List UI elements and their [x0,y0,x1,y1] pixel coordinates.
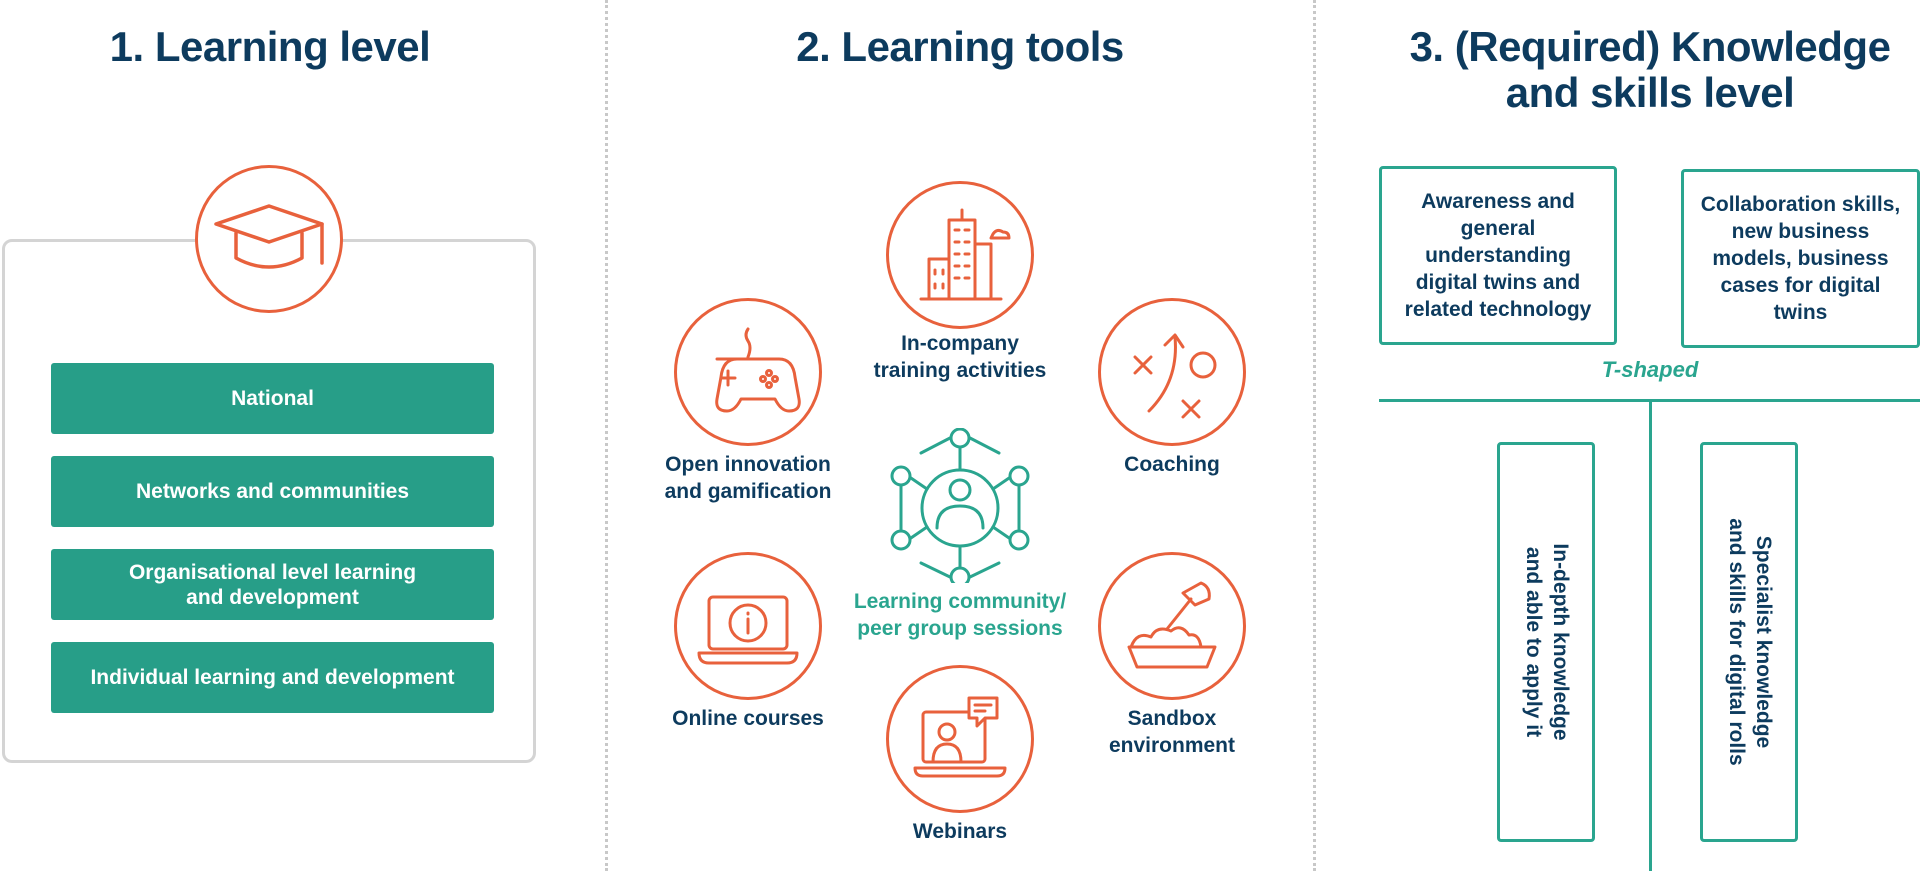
t-shaped-label: T-shaped [1601,357,1699,382]
level-label: Networks and communities [135,480,410,503]
specialist-box [1700,442,1798,842]
laptop-info-icon [674,552,822,700]
level-label: Individual learning and development [90,666,455,689]
awareness-text: Awareness and general understanding digi… [1404,190,1592,321]
network-person-icon [890,428,1030,583]
knowledge-skills-heading: 3. (Required) Knowledge and skills level [1409,23,1891,116]
strategy-play-icon [1098,298,1246,446]
webinar-icon [886,665,1034,813]
buildings-icon [886,181,1034,329]
tool-label-online-courses: Online courses [672,707,824,730]
collaboration-text: Collaboration skills, new business model… [1700,193,1901,324]
awareness-box: Awareness and general understanding digi… [1379,166,1617,345]
tool-label-coaching: Coaching [1124,453,1220,476]
t-shape-vertical-line [1649,399,1652,871]
sandbox-shovel-icon [1098,552,1246,700]
specialist-text: Specialist knowledge and skills for digi… [1725,518,1775,766]
level-label: National [231,387,314,410]
tool-label-in-company: In-company training activities [873,332,1047,382]
level-bar: National [51,363,494,434]
column-divider [1313,0,1316,871]
column-divider [605,0,608,871]
learning-tools-heading: 2. Learning tools [796,23,1124,70]
in-depth-text: In-depth knowledge and able to apply it [1522,543,1572,741]
in-depth-box [1497,442,1595,842]
tool-label-webinars: Webinars [912,820,1008,843]
tool-label-community: Learning community/ peer group sessions [853,590,1067,640]
level-bar: Individual learning and development [51,642,494,713]
tool-label-open-innovation: Open innovation and gamification [664,453,832,503]
level-label: Organisational level learning and develo… [128,560,417,609]
tool-label-sandbox: Sandbox environment [1108,707,1236,757]
level-bar: Organisational level learning and develo… [51,549,494,620]
level-bar: Networks and communities [51,456,494,527]
learning-level-heading: 1. Learning level [109,23,431,70]
graduation-cap-icon [195,165,343,313]
collaboration-box: Collaboration skills, new business model… [1681,169,1920,348]
gamepad-icon [674,298,822,446]
